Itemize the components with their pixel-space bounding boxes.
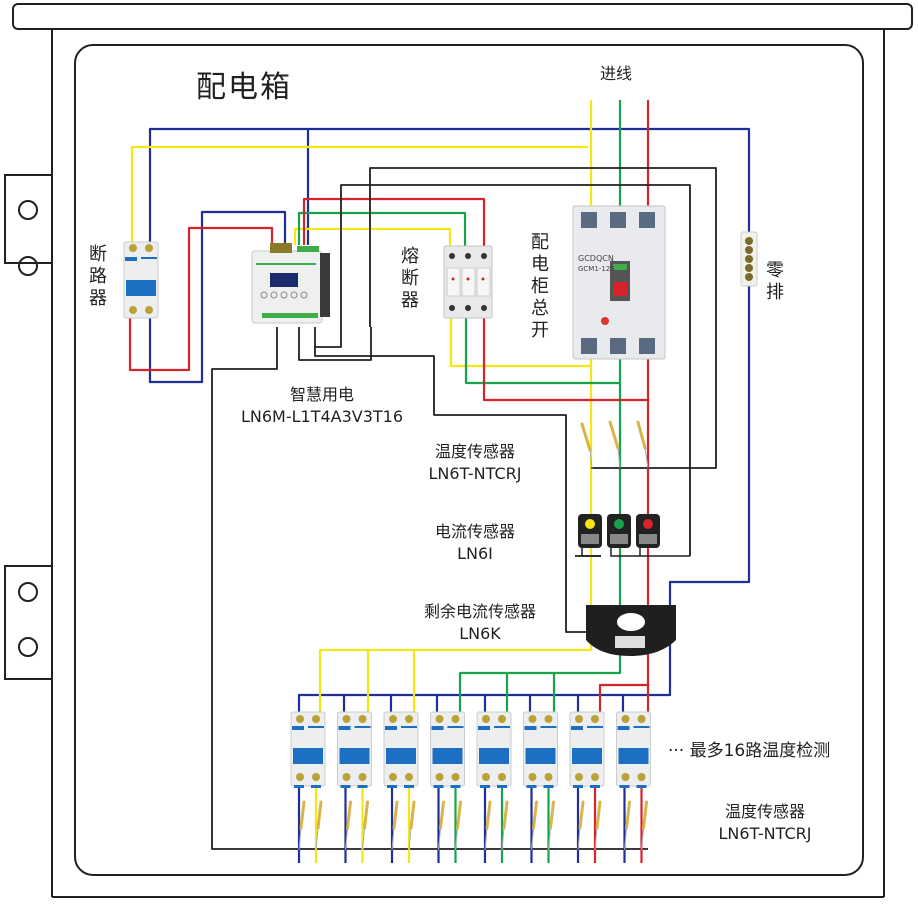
smart-power-meter[interactable] (251, 243, 330, 324)
hinge-hole-icon (18, 256, 38, 276)
hinge-hole-icon (18, 637, 38, 657)
smart-meter-label: 智慧用电 (289, 385, 354, 404)
switch-brand-text: GCDQCN (578, 254, 614, 263)
branch-breaker[interactable] (616, 711, 651, 788)
temperature-probe (578, 800, 585, 830)
temperature-probe (363, 800, 369, 830)
neutral-bar[interactable] (740, 231, 758, 287)
branch-breaker[interactable] (569, 711, 605, 788)
main-breaker[interactable] (123, 241, 159, 319)
main-switch[interactable]: GCDQCN GCM1-125 (572, 205, 666, 360)
phase-l3-wires (128, 100, 650, 712)
neutral-wires (148, 127, 751, 712)
temp-sensor-bottom-label: 温度传感器 (724, 802, 805, 821)
temperature-probe (316, 800, 323, 830)
branch-breaker[interactable] (476, 711, 512, 788)
temperature-probe (502, 800, 509, 830)
temperature-probe (642, 800, 648, 830)
temperature-probe (456, 800, 462, 830)
branch-note: ··· 最多16路温度检测 (668, 741, 831, 761)
hinge-hole-icon (18, 200, 38, 220)
temperature-probe (532, 800, 538, 830)
neutral-bar-label: 零排 (766, 260, 784, 303)
cabinet-top-cap (12, 3, 913, 30)
branch-breaker[interactable] (383, 711, 419, 788)
hinge-bottom[interactable] (4, 565, 53, 680)
temperature-probe (409, 800, 416, 830)
branch-breakers (290, 711, 651, 788)
fuse-label: 熔断器 (401, 246, 419, 311)
temperature-probe (485, 800, 492, 830)
residual-sensor-label: 剩余电流传感器 (423, 602, 536, 621)
phase-l2-wires (297, 100, 622, 712)
temperature-probe (549, 800, 555, 830)
temperature-probe (346, 800, 352, 830)
fuse-holder[interactable] (443, 245, 493, 319)
current-sensor-model: LN6I (457, 544, 493, 563)
residual-sensor-caption: 剩余电流传感器 LN6K (400, 601, 560, 645)
cabinet-inner-panel (74, 44, 864, 876)
residual-sensor-model: LN6K (459, 624, 501, 643)
temp-sensor-bottom-model: LN6T-NTCRJ (718, 824, 812, 843)
switch-model-text: GCM1-125 (578, 265, 615, 273)
branch-breaker[interactable] (290, 711, 326, 788)
hinge-top[interactable] (4, 174, 53, 264)
branch-outgoing-wires (297, 788, 648, 863)
current-sensor-label: 电流传感器 (434, 522, 515, 541)
temp-sensor-top-label: 温度传感器 (434, 442, 515, 461)
temperature-probe (625, 800, 631, 830)
current-sensors[interactable] (578, 514, 690, 557)
temperature-probe (392, 800, 399, 830)
temperature-probes-top (580, 420, 649, 469)
smart-meter-caption: 智慧用电 LN6M-L1T4A3V3T16 (222, 384, 422, 428)
signal-wires (211, 167, 717, 850)
current-sensor-caption: 电流传感器 LN6I (405, 521, 545, 565)
temp-sensor-bottom-caption: 温度传感器 LN6T-NTCRJ (700, 801, 830, 845)
inlet-label: 进线 (600, 64, 633, 83)
breaker-label: 断路器 (89, 244, 107, 309)
residual-current-sensor[interactable] (586, 605, 676, 656)
temperature-probe (595, 800, 602, 830)
cabinet-frame (4, 3, 913, 898)
temp-sensor-top-caption: 温度传感器 LN6T-NTCRJ (405, 441, 545, 485)
temperature-probe (439, 800, 445, 830)
temp-sensor-top-model: LN6T-NTCRJ (428, 464, 522, 483)
branch-breaker[interactable] (523, 711, 558, 788)
page-title: 配电箱 (196, 70, 292, 105)
branch-breaker[interactable] (430, 711, 465, 788)
main-switch-label: 配电柜总开 (531, 232, 549, 341)
branch-breaker[interactable] (337, 711, 372, 788)
temperature-probe (299, 800, 306, 830)
hinge-hole-icon (18, 582, 38, 602)
smart-meter-model: LN6M-L1T4A3V3T16 (240, 407, 404, 426)
